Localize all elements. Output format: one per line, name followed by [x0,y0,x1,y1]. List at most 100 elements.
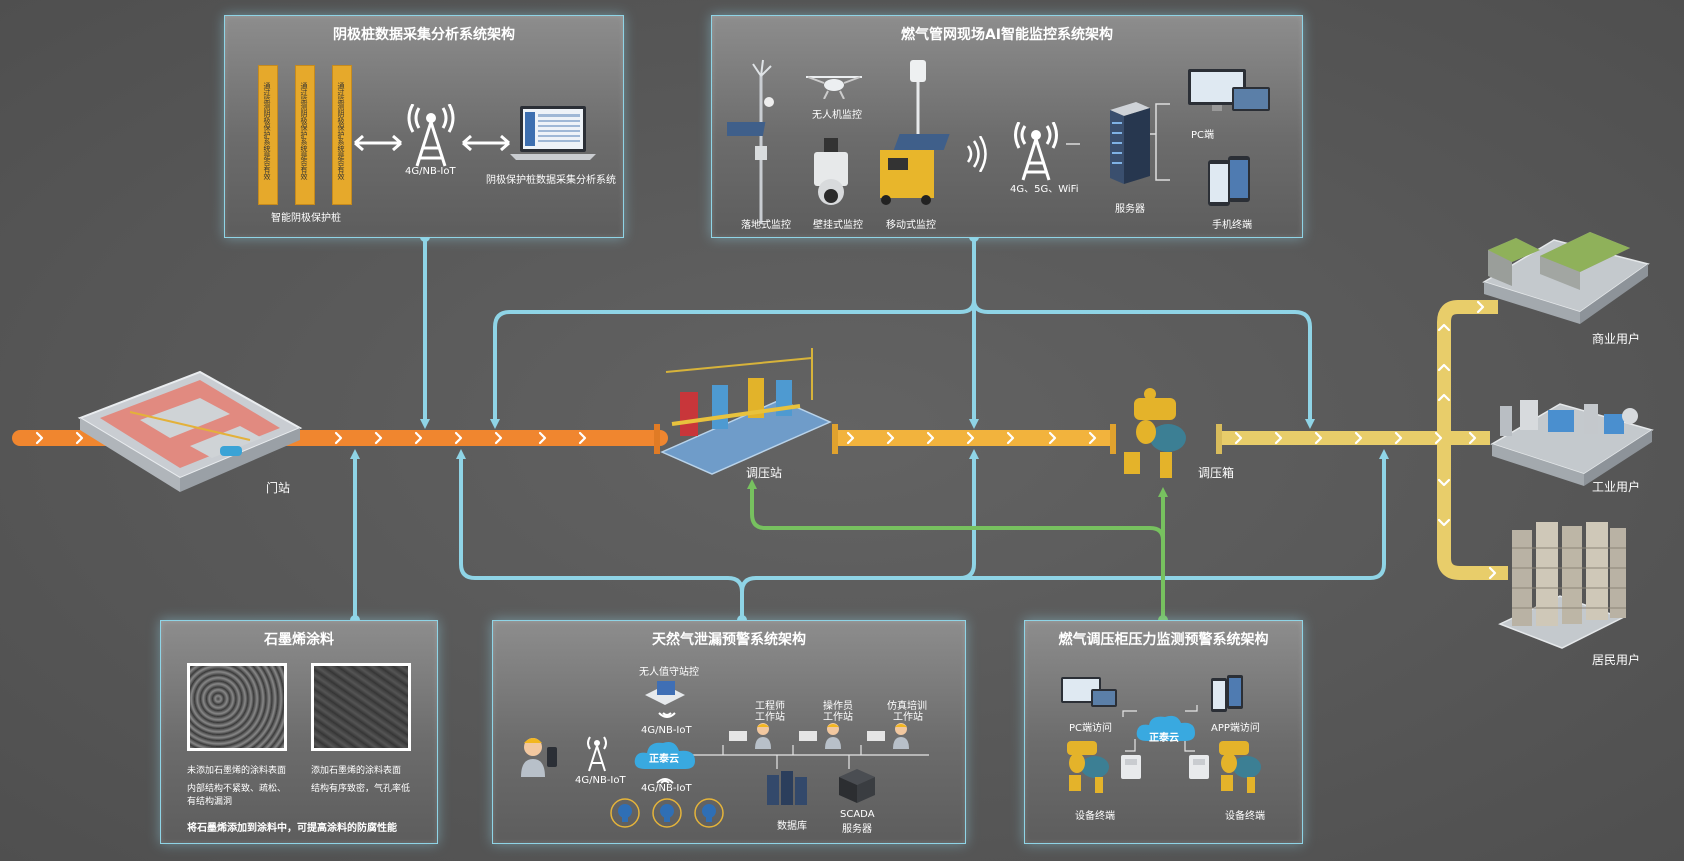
device-left-label: 设备终端 [1075,811,1115,822]
regulator-box-label: 调压箱 [1198,466,1235,480]
database-label: 数据库 [777,821,807,832]
pc-access-label: PC端访问 [1069,723,1113,734]
pile-label: 智能阴极保护桩 [271,213,341,224]
cathodic-pile: 通过监测阴极保护系统是否有效 [332,65,352,205]
terminal-box-icon [1121,755,1141,779]
pole-camera-icon [727,59,774,224]
device-right-label: 设备终端 [1225,811,1265,822]
pipe-flange [1216,424,1222,454]
engineer-avatar-icon [521,738,557,777]
gate-station-illustration [77,370,303,492]
panel-title: 石墨烯涂料 [264,632,334,648]
commercial-user-label: 商业用户 [1592,332,1641,346]
commercial-user-illustration [1482,232,1650,324]
phone-icon [1208,156,1250,206]
regulator-box-illustration [1124,388,1186,478]
pile-text: 通过监测阴极保护系统是否有效 [300,82,308,180]
lines [683,745,929,769]
regulator-station-illustration [660,348,832,475]
panel-title: 天然气泄漏预警系统架构 [652,632,806,648]
wireless-waves-icon [656,778,674,784]
lines [1122,705,1198,752]
workstation-icon [729,723,771,749]
wall-label: 壁挂式监控 [813,220,863,231]
control-station-icon [645,681,685,705]
left-description: 内部结构不紧致、疏松、有结构漏洞 [187,784,287,807]
industrial-user-illustration [1490,400,1654,486]
workstation-icon [799,723,841,749]
laptop-icon [510,106,596,160]
residential-user-illustration [1498,522,1626,649]
drone-icon [806,76,862,99]
scada-server-icon [839,769,875,803]
wireless-waves-icon [966,136,987,172]
pile-text: 通过监测阴极保护系统是否有效 [263,82,271,180]
panel-title: 燃气调压柜压力监测预警系统架构 [1058,632,1269,648]
regulator-device-icon [1219,741,1261,793]
cathodic-pile: 通过监测阴极保护系统是否有效 [295,65,315,205]
workstation-icon [867,723,909,749]
flow-chevrons [35,300,1497,580]
sim-label-2: 工作站 [893,712,923,723]
gas-detector-icon [694,798,724,828]
cloud-icon [1136,715,1195,741]
double-arrow-icon [462,134,510,152]
user-branch-pipe [1437,300,1508,580]
sim-label-1: 仿真培训 [887,701,927,712]
phone-label: 手机终端 [1212,220,1252,231]
signal-tower-icon [407,104,455,167]
system-label: 阴极保护桩数据采集分析系统 [486,175,616,186]
pc-display-icon [1188,69,1270,111]
scada-label-2: 服务器 [842,824,872,835]
regulator-device-icon [1067,741,1109,793]
network-left-label: 4G/NB-IoT [575,775,626,786]
database-icon [767,771,807,805]
cyan-connectors [350,232,1389,625]
pipe-flange [832,424,838,454]
scada-label-1: SCADA [840,809,875,820]
cathodic-pile: 通过监测阴极保护系统是否有效 [258,65,278,205]
app-access-label: APP端访问 [1211,723,1260,734]
mobile-camera-icon [880,60,950,205]
operator-label-2: 工作站 [823,712,853,723]
server-icon [1110,102,1150,184]
wall-camera-icon [814,138,848,205]
ai-monitor-panel: 燃气管网现场AI智能监控系统架构 落地式监控 无人机监控 壁挂式监控 移动式监控… [711,15,1303,238]
panel-title: 阴极桩数据采集分析系统架构 [333,27,515,43]
coating-with-graphene-image [311,663,411,751]
industrial-user-label: 工业用户 [1592,480,1641,494]
terminal-box-icon [1189,755,1209,779]
mobile-label: 移动式监控 [886,220,936,231]
residential-user-label: 居民用户 [1592,653,1641,667]
pipe-flange [1110,424,1116,454]
leak-warning-panel: 天然气泄漏预警系统架构 无人值守站控 4G/NB-IoT 4G/NB-IoT 正… [492,620,966,844]
phone-icon [1211,675,1243,712]
engineer-label-1: 工程师 [755,701,785,712]
right-caption: 添加石墨烯的涂料表面 [311,766,402,776]
network-label: 4G、5G、WiFi [1010,184,1079,195]
coating-without-graphene-image [187,663,287,751]
conclusion: 将石墨烯添加到涂料中，可提高涂料的防腐性能 [187,823,397,834]
signal-tower-icon [1014,122,1058,181]
gas-detector-icon [610,798,640,828]
pc-label: PC端 [1191,130,1215,141]
pile-text: 通过监测阴极保护系统是否有效 [337,82,345,180]
cloud-label: 正泰云 [1149,733,1179,744]
engineer-label-2: 工作站 [755,712,785,723]
unmanned-label: 无人值守站控 [639,667,699,678]
graphene-panel: 石墨烯涂料 未添加石墨烯的涂料表面 内部结构不紧致、疏松、有结构漏洞 添加石墨烯… [160,620,438,844]
pressure-monitor-panel: 燃气调压柜压力监测预警系统架构 PC端访问 APP端访问 正泰云 设备终端 设备… [1024,620,1303,844]
cloud-icon [634,742,695,769]
gas-detector-icon [652,798,682,828]
cloud-label: 正泰云 [649,754,679,765]
ground-label: 落地式监控 [741,220,791,231]
regulator-station-label: 调压站 [746,466,783,480]
network-label: 4G/NB-IoT [405,166,456,177]
panel-title: 燃气管网现场AI智能监控系统架构 [900,27,1114,43]
left-caption: 未添加石墨烯的涂料表面 [187,766,287,776]
network-top-label: 4G/NB-IoT [641,725,692,736]
network-bottom-label: 4G/NB-IoT [641,783,692,794]
gate-station-label: 门站 [266,481,291,495]
